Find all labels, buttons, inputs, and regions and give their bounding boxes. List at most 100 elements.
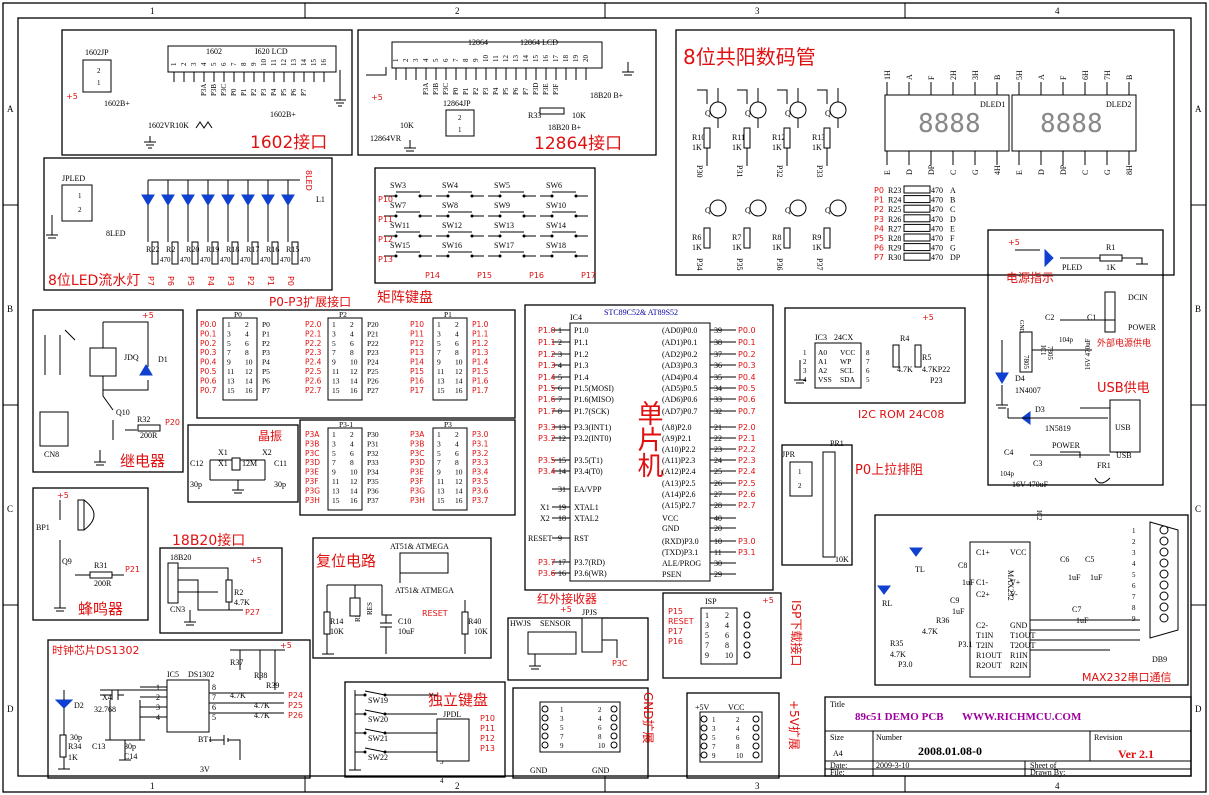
gndx-label2: GND: [592, 766, 610, 775]
expand-pin-left: 15: [437, 496, 445, 505]
expand-pin-left: 7: [437, 348, 441, 357]
rtc-vcc: +5: [280, 641, 292, 650]
svg-text:1: 1: [458, 126, 462, 134]
relay-vcc: +5: [142, 311, 154, 320]
mcu-xtal2-net: X2: [540, 514, 550, 523]
max232-pin-right: R2IN: [1010, 661, 1028, 670]
expand-right-label: P25: [367, 367, 379, 376]
matrix-col-port: P15: [477, 271, 492, 280]
ds1302-name: DS1302: [188, 670, 214, 679]
row-label: A: [1195, 104, 1202, 114]
expand-right-label: P35: [367, 477, 379, 486]
expand-pin-right: 6: [350, 339, 354, 348]
seg7-top-label: B: [993, 75, 1002, 80]
expand-right-label: P7: [262, 386, 270, 395]
buzzer-symbol: [77, 499, 95, 531]
mcu-right-net: P3.0: [738, 537, 756, 546]
lcd1602-signal: P6: [290, 88, 298, 96]
svg-text:2: 2: [458, 114, 462, 122]
seg7-resistor-bottom-val: 1K: [732, 243, 742, 252]
lcd12864-pin-num: 15: [532, 55, 540, 63]
usb-c4: C4: [1004, 448, 1013, 457]
rtc-r34: R34: [68, 742, 81, 751]
reset-r14: R14: [330, 617, 343, 626]
usb-c3-val: 16V 470uF: [1012, 480, 1049, 489]
vccx-label2: VCC: [728, 703, 744, 712]
expand-right-label: P37: [367, 496, 379, 505]
rs232-c5: C5: [1085, 555, 1094, 564]
i2c-r5: R5: [922, 353, 931, 362]
lcd12864-pin-num: 4: [422, 58, 430, 62]
lcd12864-signal: P3B: [432, 83, 440, 95]
switch-icon: [436, 191, 484, 197]
reset-connector: [399, 552, 449, 574]
crystal-c11: C11: [274, 459, 287, 468]
led-icon: [281, 194, 295, 206]
i2c-chip-name: 24CX: [834, 333, 853, 342]
rtc-r39: R39: [266, 681, 279, 690]
matrix-switch-label: SW14: [546, 221, 566, 230]
switch-icon: [540, 211, 588, 217]
size-label: Size: [830, 733, 844, 742]
seg7-rnet-ref: R26: [888, 215, 901, 224]
mcu-right-net: P0.5: [738, 384, 756, 393]
mcu-pin-name: (AD5)P0.5: [662, 384, 697, 393]
seg7-top-label: F: [1059, 75, 1068, 80]
lcd1602-net: 1602B+: [104, 99, 130, 108]
rtc-c13: C13: [92, 742, 105, 751]
lcd1602-pin-num: 7: [230, 62, 238, 66]
lcd12864-signal: P3A: [422, 83, 430, 95]
seg7-rnet-ref: R27: [888, 224, 901, 233]
max232-pin-right: GND: [1010, 621, 1028, 630]
isp-net: P15: [668, 607, 683, 616]
mcu-right-net: P2.4: [738, 467, 756, 476]
ledflow-port: P0: [286, 276, 295, 286]
relay-coil: [89, 347, 117, 377]
lcd1602-signal: P5: [280, 88, 288, 96]
matrix-switch-label: SW16: [442, 241, 462, 250]
lcd1602-signal: P3A: [200, 84, 208, 96]
seg7-port-top: P30: [695, 165, 704, 177]
expand-pin-left: 7: [332, 348, 336, 357]
expand-pin-left: 3: [437, 329, 441, 338]
gnd-pin-num: 9: [560, 742, 564, 750]
keys-switch: SW20: [368, 715, 388, 724]
db9-pin-num: 2: [1132, 538, 1136, 546]
switch-icon: [540, 191, 588, 197]
lcd12864-pin-num: 17: [552, 55, 560, 63]
expand-pin-right: 2: [455, 320, 459, 329]
mcu-pin-name: (A8)P2.0: [662, 423, 692, 432]
seg7-rnet-port: P4: [874, 224, 884, 233]
i2c-r4: R4: [900, 334, 909, 343]
mcu-right-net: P0.0: [738, 326, 756, 335]
expand-header-name: P1: [444, 310, 452, 319]
ledflow-resistor: R17: [246, 245, 259, 254]
switch-icon: [488, 251, 536, 257]
lcd12864-jp: 12864JP: [443, 99, 471, 108]
expand-pin-right: 2: [350, 430, 354, 439]
lcd1602-jp-label: 1602JP: [85, 48, 109, 57]
expand-pin-right: 2: [245, 320, 249, 329]
mcu-pin-name: (AD1)P0.1: [662, 338, 697, 347]
led-icon: [261, 194, 275, 206]
vcc-pin-num: 3: [712, 725, 716, 733]
frame-col-labels: 1 2 3 4 1 2 3 4 A B C D A B C D: [7, 6, 1202, 791]
lcd12864-pin-num: 11: [492, 55, 500, 62]
matrix-row-port: P10: [378, 195, 393, 204]
expand-pin-right: 14: [350, 376, 358, 385]
expand-left-label: P3F: [410, 477, 424, 486]
lcd1602-pin-num: 8: [240, 62, 248, 66]
rtc-c14: C14: [124, 752, 137, 761]
i2c-pin-right: SCL: [840, 366, 854, 375]
dled1-digits: 8888: [918, 109, 981, 139]
expand-left-label: P3A: [305, 430, 320, 439]
reset-r40: R40: [468, 617, 481, 626]
lcd1602-signal: P4: [270, 88, 278, 96]
led-icon: [181, 194, 195, 206]
mcu-right-net: P2.6: [738, 490, 756, 499]
reset-r14-val: 10K: [330, 627, 344, 636]
db9-pin-num: 9: [1132, 615, 1136, 623]
switch-icon: [436, 231, 484, 237]
